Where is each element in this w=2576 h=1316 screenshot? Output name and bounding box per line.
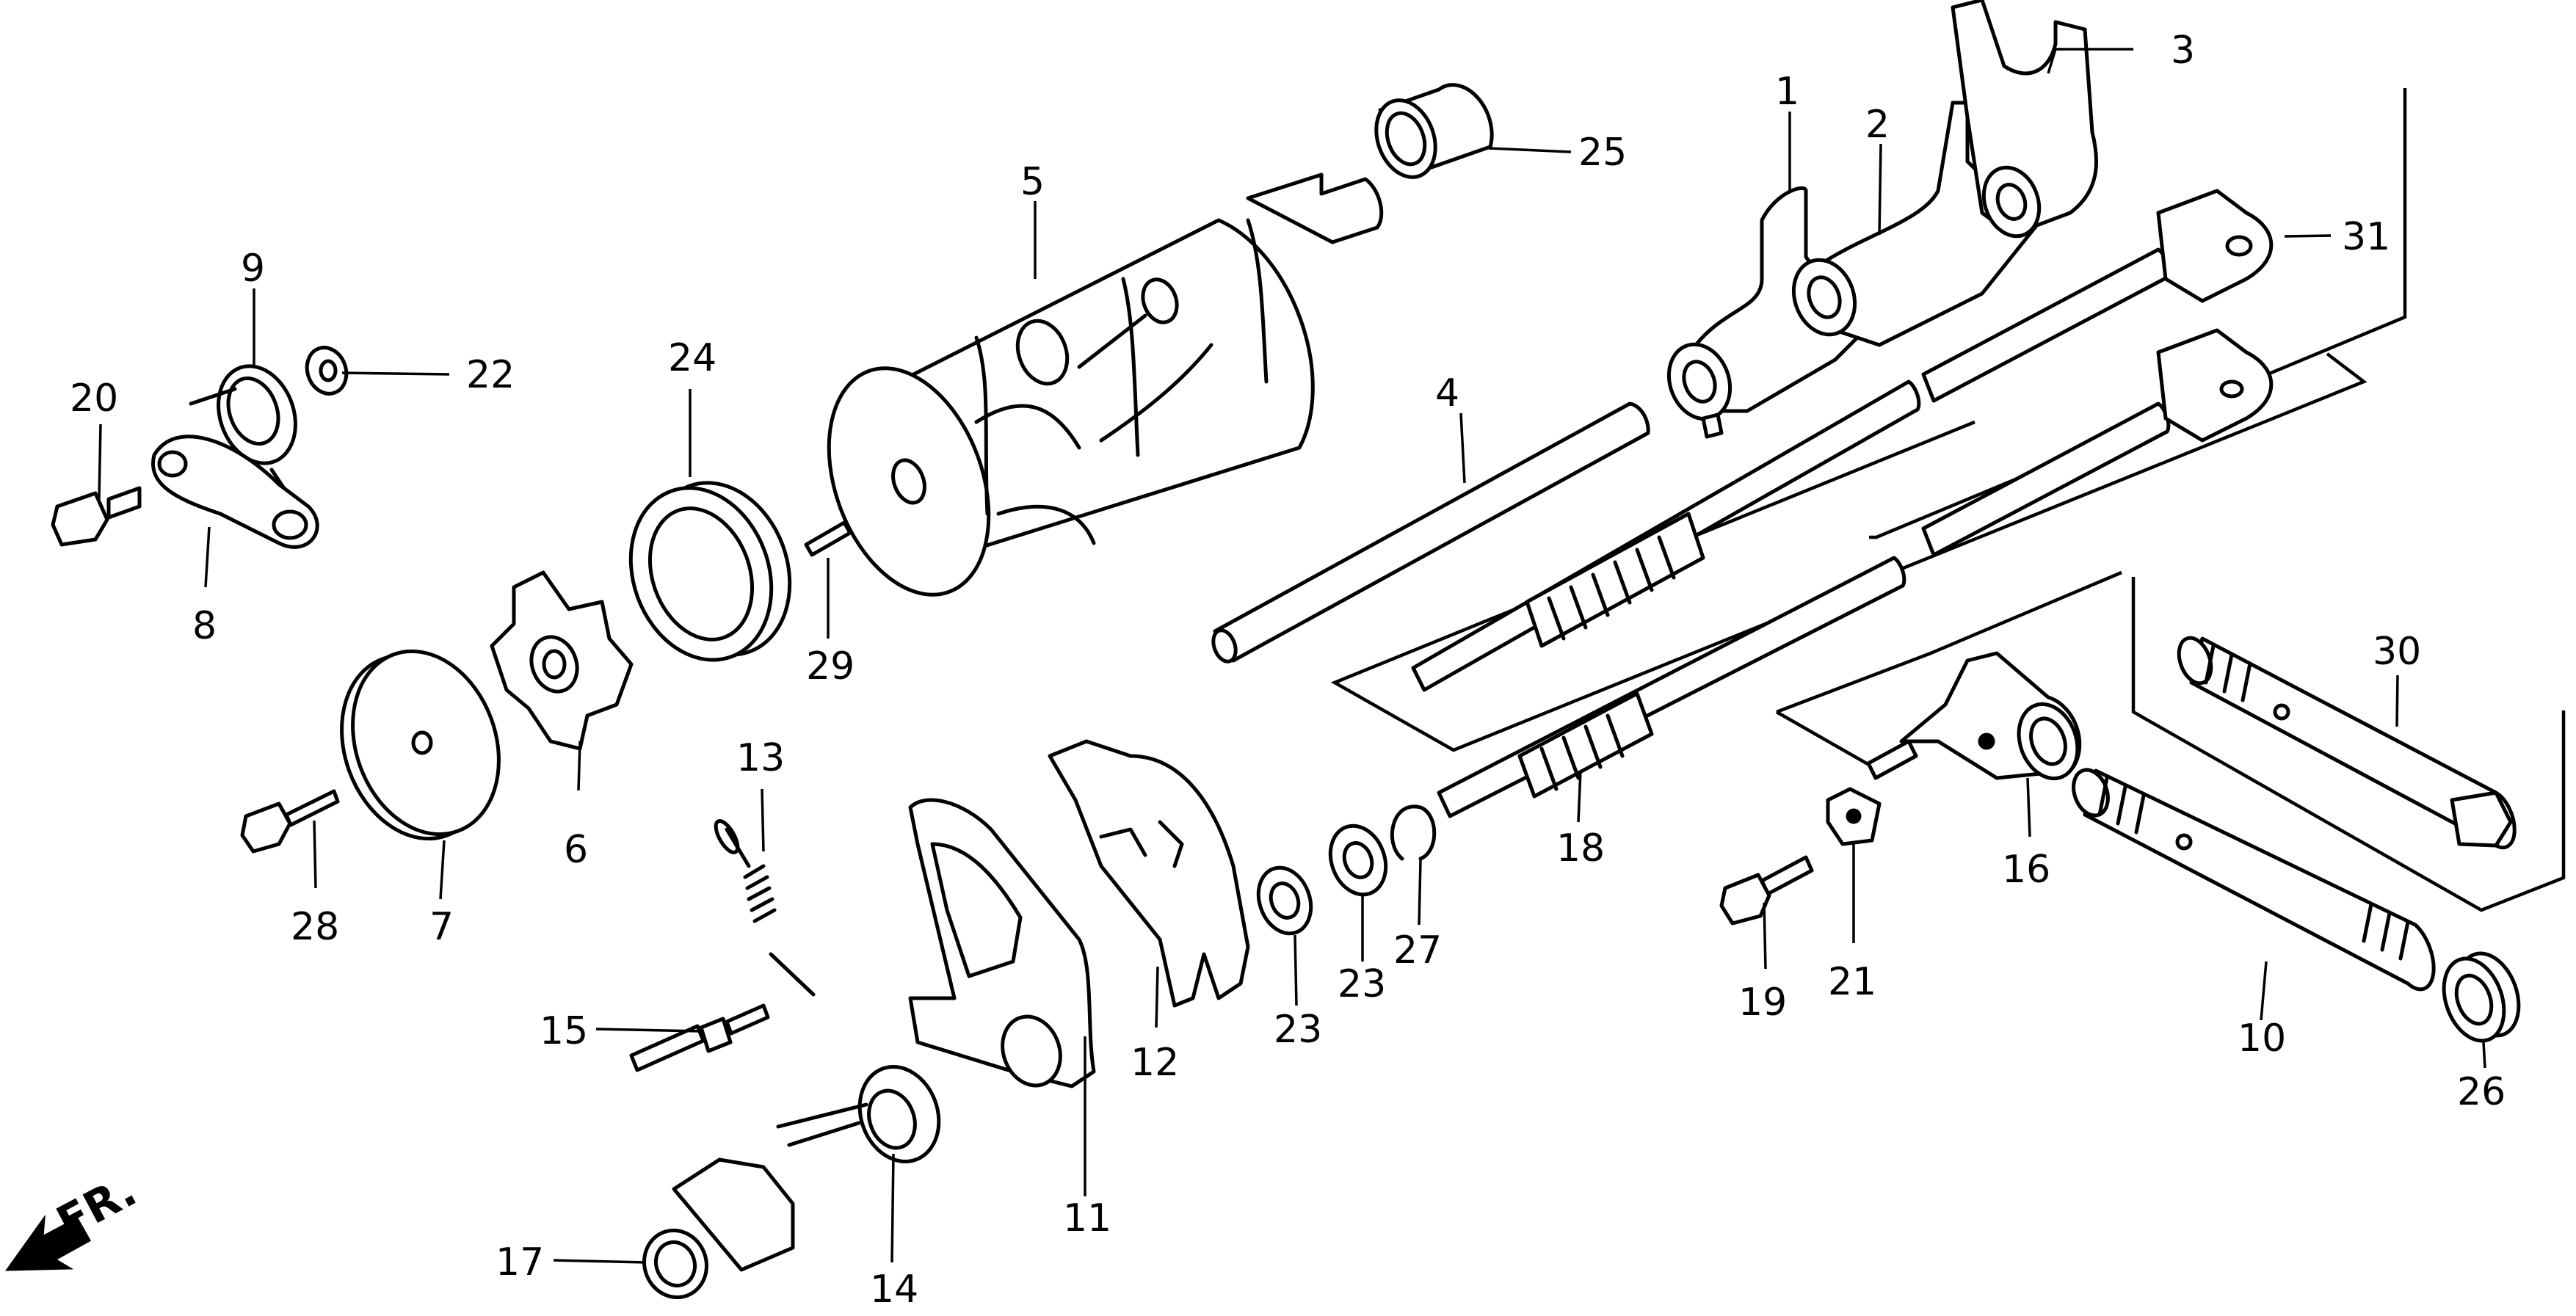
bolt-part-20	[51, 486, 142, 547]
callout-23a: 23	[1274, 1008, 1322, 1052]
shift-shaft-part-18	[1437, 556, 1906, 818]
callout-13: 13	[736, 736, 785, 780]
shift-arm-part-16	[1866, 651, 2082, 781]
gearshift-spindle-part-30	[2177, 636, 2517, 850]
washer-part-22	[305, 346, 349, 396]
callout-29: 29	[806, 644, 855, 688]
callout-7: 7	[429, 905, 454, 949]
callout-3: 3	[2171, 29, 2195, 73]
callout-9: 9	[241, 247, 265, 291]
callout-10: 10	[2238, 1017, 2286, 1061]
shift-drum-part-5	[827, 172, 1384, 597]
gearshift-plate-part-11	[908, 798, 1096, 1088]
gearshift-spindle-part-10	[2072, 768, 2436, 992]
callout-16: 16	[2002, 848, 2050, 892]
callout-2: 2	[1865, 103, 1890, 147]
lock-plate-part-21	[1826, 787, 1882, 846]
callout-22: 22	[466, 353, 515, 397]
callout-19: 19	[1738, 981, 1787, 1025]
callout-24: 24	[668, 336, 716, 380]
callout-12: 12	[1131, 1041, 1179, 1085]
callout-labels: 1 2 3 4 5 6 7 8 9 10 11 12 13 14 15 16 1…	[70, 29, 2506, 1312]
callout-17: 17	[496, 1240, 544, 1284]
shift-shaft-lower-right	[1921, 328, 2274, 557]
callout-1: 1	[1775, 70, 1799, 114]
callout-26: 26	[2457, 1070, 2506, 1114]
callout-31: 31	[2342, 215, 2390, 259]
shift-fork-part-3	[1951, 0, 2099, 239]
shift-fork-part-1	[1666, 186, 1882, 439]
front-arrow-icon	[5, 1214, 92, 1271]
callout-28: 28	[291, 905, 339, 949]
coil-spring-part-14	[776, 1064, 941, 1164]
stopper-arm-part-8	[151, 435, 319, 549]
callout-8: 8	[192, 604, 217, 648]
washer-part-23b	[1328, 824, 1388, 897]
star-cam-part-6	[490, 570, 634, 751]
callout-6: 6	[564, 828, 588, 872]
return-spring-part-13	[714, 819, 816, 997]
callout-23b: 23	[1338, 962, 1386, 1006]
front-direction-indicator: FR.	[5, 1165, 145, 1271]
callout-5: 5	[1020, 160, 1045, 204]
stud-bolt-part-15	[629, 1003, 770, 1072]
shift-fork-shaft-part-31	[1921, 189, 2274, 403]
oil-seal-part-24	[628, 481, 792, 662]
callout-18: 18	[1556, 826, 1605, 870]
callout-30: 30	[2373, 630, 2421, 674]
callout-27: 27	[1393, 928, 1442, 973]
assembly-frame-lower-left	[1775, 570, 2122, 772]
bolt-part-28	[240, 789, 340, 854]
leader-lines	[98, 48, 2486, 1264]
dowel-pin-part-29	[804, 520, 852, 557]
washer-part-23a	[1256, 865, 1313, 936]
callout-4: 4	[1435, 371, 1459, 415]
callout-21: 21	[1828, 960, 1876, 1004]
torsion-spring-part-9	[189, 364, 303, 516]
fork-shaft-part-4	[1211, 401, 1650, 664]
callout-11: 11	[1063, 1196, 1111, 1240]
callout-14: 14	[870, 1268, 918, 1312]
oil-seal-part-26	[2442, 951, 2521, 1043]
callout-15: 15	[540, 1009, 588, 1053]
circlip-part-27	[1390, 804, 1437, 861]
callout-25: 25	[1578, 131, 1627, 175]
ratchet-pawl-arm-part-12	[1048, 739, 1250, 1008]
collar-part-17	[642, 1157, 795, 1300]
shift-shaft-middle	[1411, 379, 1921, 692]
bolt-part-19	[1719, 855, 1814, 926]
cover-plate-part-7	[340, 649, 501, 841]
assembly-frame-lower-right	[2131, 577, 2566, 912]
needle-bearing-part-25	[1374, 83, 1494, 179]
callout-20: 20	[70, 377, 118, 421]
